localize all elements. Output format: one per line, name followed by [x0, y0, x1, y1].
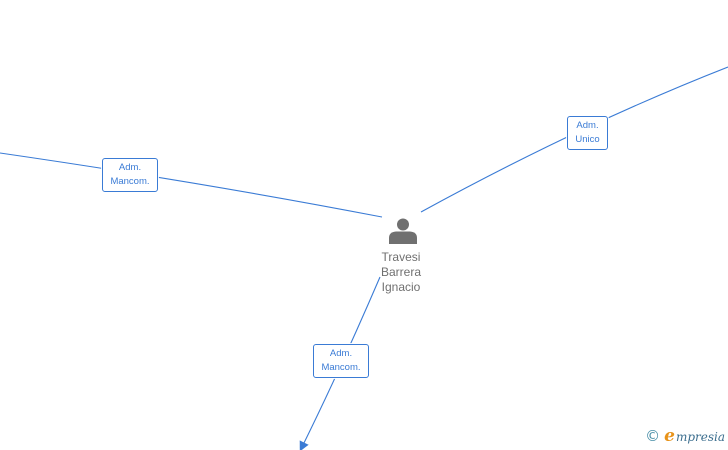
- edge-label-top-right[interactable]: Adm. Unico: [567, 116, 608, 150]
- edge-label-line: Unico: [575, 134, 600, 145]
- edge-label-line: Adm.: [118, 162, 142, 173]
- edge-label-line: Adm.: [576, 120, 599, 131]
- person-icon[interactable]: [389, 218, 417, 245]
- person-name-line: Barrera: [380, 265, 421, 279]
- person-name[interactable]: Travesi Barrera Ignacio: [361, 250, 441, 295]
- edge-line-left[interactable]: [0, 152, 383, 218]
- edge-label-bottom[interactable]: Adm. Mancom.: [313, 344, 369, 378]
- edge-label-line: Mancom.: [321, 362, 361, 373]
- copyright-icon: ©: [645, 427, 661, 445]
- edge-label-left[interactable]: Adm. Mancom.: [102, 158, 158, 192]
- person-name-line: Ignacio: [381, 280, 421, 294]
- brand-logo-initial: e: [664, 426, 675, 446]
- brand-watermark: © e mpresia: [645, 426, 725, 446]
- edge-label-line: Adm.: [329, 348, 353, 359]
- edge-label-line: Mancom.: [110, 176, 150, 187]
- person-name-line: Travesi: [381, 250, 421, 264]
- brand-logo-text: mpresia: [675, 430, 725, 444]
